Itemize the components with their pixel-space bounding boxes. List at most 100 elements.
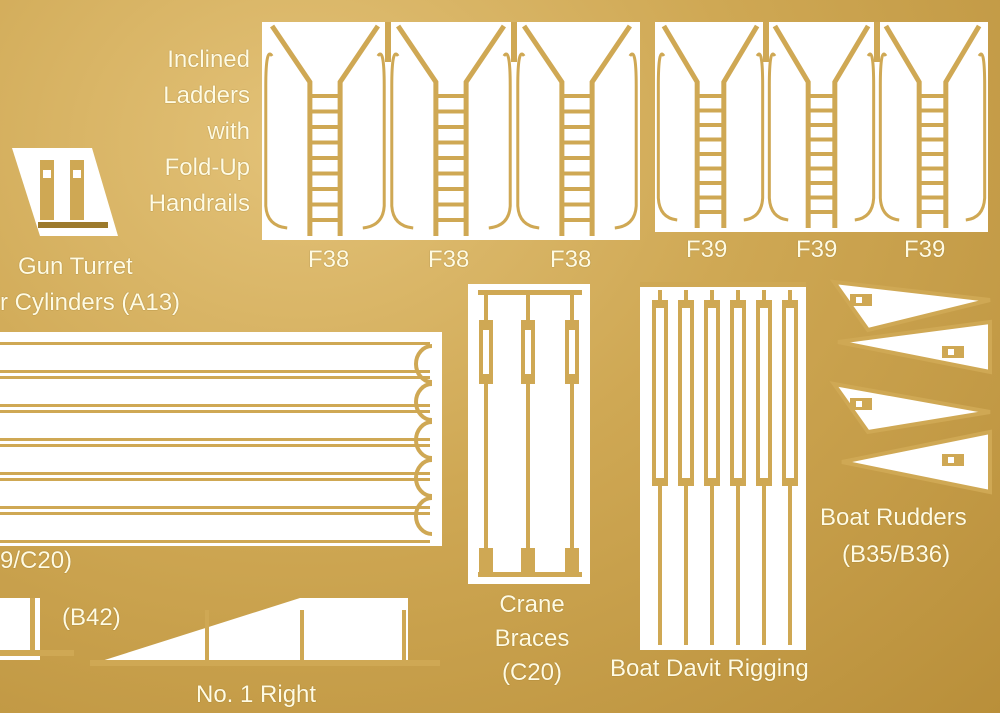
f39-ladder-rung bbox=[808, 123, 835, 127]
f38-ladder-rung bbox=[435, 125, 467, 129]
f39-divider bbox=[874, 22, 880, 62]
no1-right-post bbox=[402, 610, 406, 662]
f38-ladder-rung bbox=[435, 202, 467, 207]
davit-rigging-slot bbox=[786, 308, 794, 478]
rail-end-loop bbox=[414, 420, 433, 460]
label-inclined-ladders: Inclined Ladders with Fold-Up Handrails bbox=[148, 46, 250, 217]
f38-handrail bbox=[488, 52, 512, 230]
rail-strip bbox=[0, 404, 430, 407]
f39-ladder-rung bbox=[697, 94, 724, 98]
label-no1-right: No. 1 Right bbox=[196, 681, 317, 708]
f38-ladder-rung bbox=[561, 202, 593, 207]
f38-handrail bbox=[614, 52, 638, 230]
gun-turret-part bbox=[40, 160, 54, 220]
f39-ladder-rung bbox=[919, 166, 946, 171]
f38-handrail bbox=[390, 52, 414, 230]
f39-ladder-rung bbox=[808, 137, 835, 142]
gun-turret-hole bbox=[73, 170, 81, 178]
f39-ladder-frame bbox=[772, 24, 871, 228]
f39-ladder-rung bbox=[808, 166, 835, 171]
f39-ladder-rung bbox=[919, 181, 946, 185]
f38-ladder-rung bbox=[309, 202, 341, 207]
f39-ladder-rung bbox=[808, 195, 835, 200]
f39-ladder-frame bbox=[883, 24, 982, 228]
gun-turret-sprue bbox=[38, 222, 108, 228]
f39-ladder-rung bbox=[697, 137, 724, 142]
davit-rigging-slot bbox=[656, 308, 664, 478]
f38-ladder-frame bbox=[522, 24, 632, 236]
f38-ladder-rung bbox=[309, 109, 341, 114]
boat-rudder-hole bbox=[856, 297, 862, 303]
f38-ladder-rung bbox=[561, 140, 593, 145]
davit-rigging-frame bbox=[640, 282, 806, 287]
f39-ladder-rung bbox=[808, 181, 835, 185]
b42-base bbox=[0, 650, 74, 656]
label-gun-turret: Gun Turret bbox=[18, 253, 133, 280]
f39-ladder-frame bbox=[661, 24, 760, 228]
rail-strip bbox=[0, 410, 430, 413]
f38-ladder-rung bbox=[435, 140, 467, 145]
label-boat-rudders: Boat Rudders bbox=[820, 504, 967, 531]
f38-divider bbox=[385, 22, 391, 62]
no1-right-post bbox=[205, 610, 209, 662]
crane-braces-frame bbox=[478, 572, 582, 577]
label-b35-b36: (B35/B36) bbox=[842, 541, 951, 568]
f39-ladder-rung bbox=[697, 108, 724, 113]
crane-brace-slot bbox=[569, 330, 575, 374]
rail-strip bbox=[0, 478, 430, 481]
f38-handrail bbox=[516, 52, 540, 230]
f39-ladder-rung bbox=[808, 210, 835, 214]
f39-ladder-rung bbox=[697, 123, 724, 127]
f39-ladder-rung bbox=[808, 152, 835, 156]
crane-brace-slot bbox=[483, 330, 489, 374]
crane-brace-rod bbox=[484, 294, 488, 572]
f38-ladder-rung bbox=[561, 171, 593, 176]
f39-ladder-rung bbox=[697, 195, 724, 200]
rail-strip bbox=[0, 376, 430, 379]
rail-end-loop bbox=[414, 496, 433, 536]
no1-right-base bbox=[90, 660, 440, 666]
gun-turret-hole bbox=[43, 170, 51, 178]
no1-right-cutout bbox=[92, 598, 408, 664]
label-ladder-f38-1: F38 bbox=[308, 246, 350, 273]
rail-end-loop bbox=[414, 382, 433, 422]
f39-handrail bbox=[656, 52, 678, 222]
label-ladder-f38-2: F38 bbox=[428, 246, 470, 273]
f39-ladder-rung bbox=[808, 94, 835, 98]
f38-ladder-rung bbox=[435, 94, 467, 98]
f38-ladder-rung bbox=[561, 109, 593, 114]
label-cylinders-a13: r Cylinders (A13) bbox=[0, 289, 181, 316]
f39-handrail bbox=[965, 52, 987, 222]
f39-ladder-rung bbox=[697, 181, 724, 185]
label-c20-partial: 9/C20) bbox=[0, 547, 73, 574]
rail-strip bbox=[0, 512, 430, 515]
boat-rudder-hole bbox=[856, 401, 862, 407]
f38-ladder-rung bbox=[561, 156, 593, 160]
crane-braces-frame bbox=[478, 290, 582, 295]
rail-end-loop bbox=[414, 344, 433, 384]
f38-ladder-rung bbox=[435, 109, 467, 114]
f39-ladder-rung bbox=[919, 210, 946, 214]
f38-ladder-rung bbox=[435, 171, 467, 176]
f38-ladder-rung bbox=[435, 218, 467, 222]
f38-ladder-rung bbox=[561, 218, 593, 222]
f38-cutout bbox=[262, 22, 640, 240]
davit-rigging-slot bbox=[734, 308, 742, 478]
f38-ladder-rung bbox=[309, 171, 341, 176]
f39-ladder-rung bbox=[919, 137, 946, 142]
f39-ladder-rung bbox=[919, 195, 946, 200]
rail-strip bbox=[0, 540, 430, 543]
f39-ladder-rung bbox=[697, 152, 724, 156]
boat-rudder-hole bbox=[948, 349, 954, 355]
rail-strip bbox=[0, 506, 430, 509]
rail-end-loop bbox=[414, 458, 433, 498]
f39-ladder-rung bbox=[919, 108, 946, 113]
f39-ladder-rung bbox=[919, 152, 946, 156]
f38-ladder-frame bbox=[270, 24, 380, 236]
f38-ladder-rung bbox=[561, 94, 593, 98]
rail-strip bbox=[0, 444, 430, 447]
davit-rigging-slot bbox=[708, 308, 716, 478]
rail-strip bbox=[0, 370, 430, 373]
label-b42: (B42) bbox=[62, 604, 121, 631]
